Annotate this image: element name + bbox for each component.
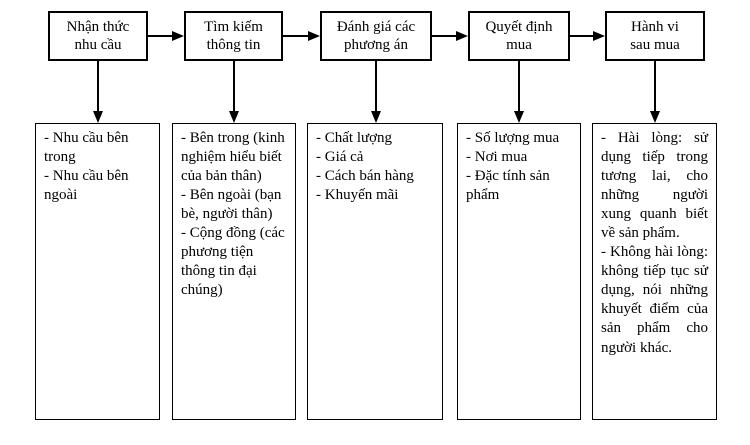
detail-item: - Khuyến mãi [316, 187, 399, 204]
detail-box-information-search: - Bên trong (kinh nghiệm hiểu biết của b… [172, 123, 296, 420]
detail-item: - Số lượng mua [466, 130, 560, 146]
detail-box-purchase-decision: - Số lượng mua - Nơi mua - Đặc tính sản … [457, 123, 581, 420]
stage-box-post-purchase-behavior: Hành vi sau mua [605, 11, 705, 61]
detail-item: - Nơi mua [466, 149, 528, 166]
stage-title-line: nhu cầu [74, 37, 122, 53]
detail-item: - Bên trong (kinh nghiệm hiểu biết của b… [181, 130, 285, 185]
detail-box-post-purchase-behavior: - Hài lòng: sử dụng tiếp trong tương lai… [592, 123, 717, 420]
detail-box-need-recognition: - Nhu cầu bên trong - Nhu cầu bên ngoài [35, 123, 160, 420]
detail-item: - Cách bán hàng [316, 168, 414, 185]
detail-item: - Không hài lòng: không tiếp tục sử dụng… [601, 244, 708, 356]
detail-item: - Nhu cầu bên ngoài [44, 168, 129, 204]
detail-item: - Bên ngoài (bạn bè, người thân) [181, 187, 282, 223]
arrow-stage3-down [371, 61, 381, 123]
arrow-stage2-to-stage3 [283, 31, 320, 41]
stage-title-line: mua [506, 37, 532, 53]
stage-title-line: Hành vi [631, 18, 679, 35]
detail-item: - Chất lượng [316, 130, 393, 146]
arrow-stage2-down [229, 61, 239, 123]
stage-title-line: phương án [344, 37, 408, 53]
stage-title-line: sau mua [630, 37, 680, 53]
stage-title-line: Nhận thức [66, 18, 130, 35]
detail-item: - Đặc tính sản phẩm [466, 168, 550, 204]
detail-item: - Hài lòng: sử dụng tiếp trong tương lai… [601, 130, 708, 242]
arrow-stage3-to-stage4 [432, 31, 468, 41]
detail-item: - Giá cả [316, 149, 364, 166]
stage-title-line: Tìm kiếm [204, 18, 263, 35]
arrow-stage4-to-stage5 [570, 31, 605, 41]
stage-box-information-search: Tìm kiếm thông tin [184, 11, 283, 61]
arrow-stage4-down [514, 61, 524, 123]
arrow-stage1-to-stage2 [148, 31, 184, 41]
stage-title-line: thông tin [206, 37, 261, 53]
detail-box-evaluate-alternatives: - Chất lượng - Giá cả - Cách bán hàng - … [307, 123, 443, 420]
stage-title-line: Quyết định [485, 18, 553, 35]
stage-box-evaluate-alternatives: Đánh giá các phương án [320, 11, 432, 61]
stage-box-purchase-decision: Quyết định mua [468, 11, 570, 61]
arrow-stage5-down [650, 61, 660, 123]
stage-title-line: Đánh giá các [336, 18, 416, 35]
detail-item: - Cộng đồng (các phương tiện thông tin đ… [181, 225, 285, 299]
stage-box-need-recognition: Nhận thức nhu cầu [48, 11, 148, 61]
arrow-stage1-down [93, 61, 103, 123]
detail-item: - Nhu cầu bên trong [44, 130, 129, 166]
